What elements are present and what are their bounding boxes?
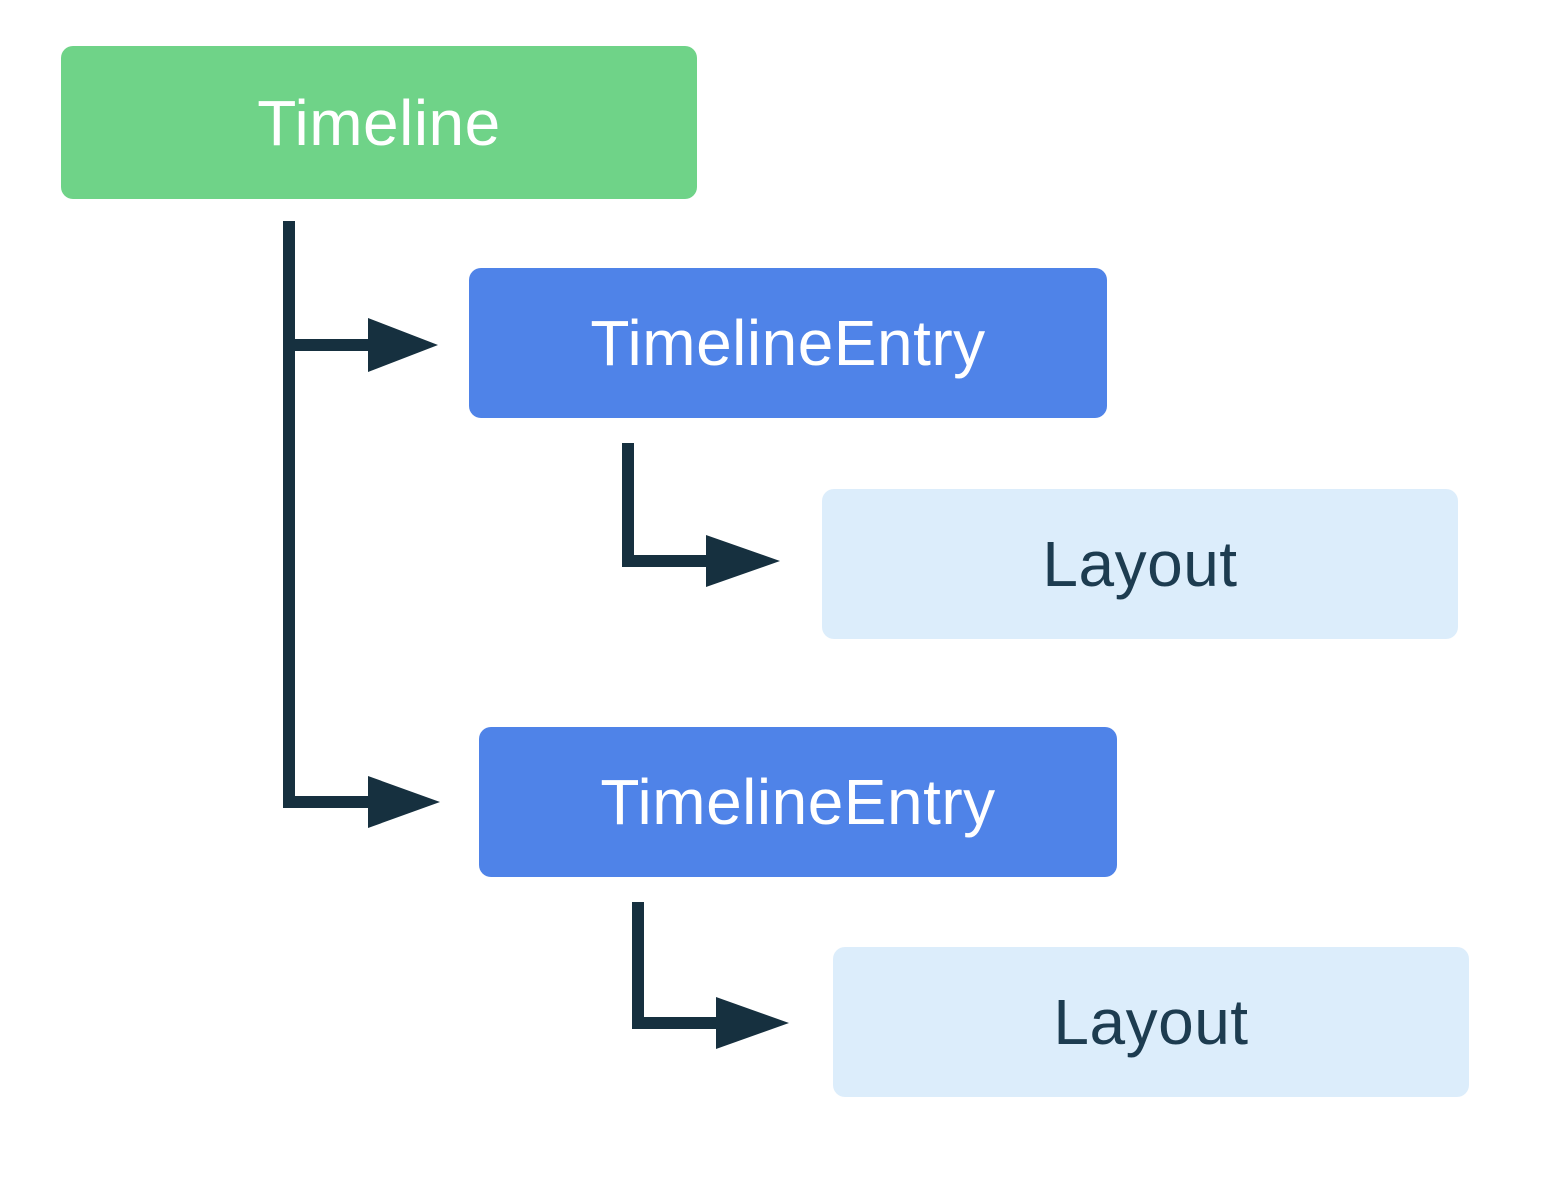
node-timeline-entry-1-label: TimelineEntry: [590, 307, 986, 379]
edge-entry-1-to-layout-1: [622, 443, 780, 587]
node-timeline-entry-2-label: TimelineEntry: [600, 766, 996, 838]
node-layout-2-label: Layout: [1053, 986, 1249, 1058]
edge-timeline-to-entry-1: [289, 318, 438, 372]
edge-entry-2-to-layout-2: [632, 902, 789, 1049]
arrowhead-icon: [706, 535, 780, 587]
node-timeline-label: Timeline: [257, 86, 501, 159]
arrowhead-icon: [368, 318, 438, 372]
node-layout-1-label: Layout: [1042, 528, 1238, 600]
edge-timeline-to-entry-2: [283, 776, 440, 828]
node-timeline-entry-2: TimelineEntry: [479, 727, 1117, 877]
arrowhead-icon: [368, 776, 440, 828]
node-timeline-entry-1: TimelineEntry: [469, 268, 1107, 418]
node-layout-1: Layout: [822, 489, 1458, 639]
node-timeline: Timeline: [61, 46, 697, 199]
node-layout-2: Layout: [833, 947, 1469, 1097]
arrowhead-icon: [716, 997, 789, 1049]
